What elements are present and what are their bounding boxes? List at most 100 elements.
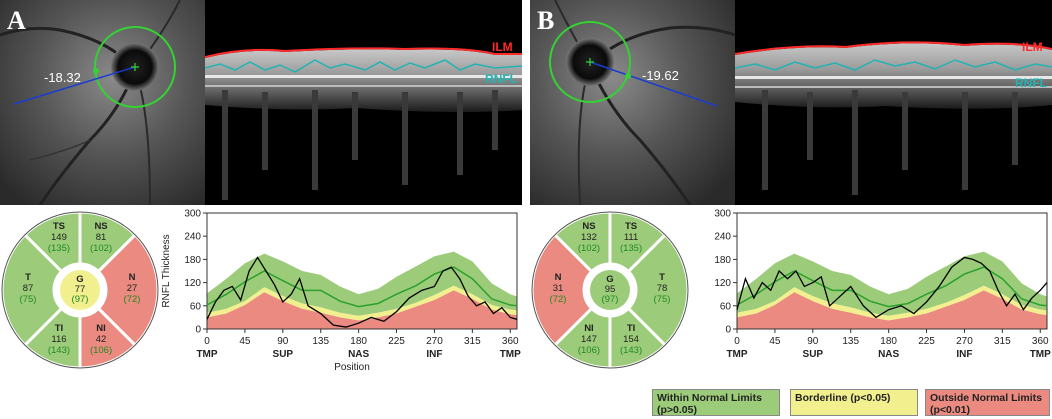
legend-outside-normal: Outside Normal Limits (p<0.01): [925, 389, 1050, 416]
eye-label: OD: [486, 391, 513, 410]
pie-outline: [531, 211, 689, 369]
sector-g: [590, 270, 630, 310]
pie-outline: [1, 211, 159, 369]
y-tick-label: 180: [184, 255, 201, 266]
sector-text: 95: [605, 284, 616, 295]
oct-bscan-image: [205, 0, 522, 205]
y-tick-label: 120: [714, 278, 731, 289]
sector-text: G: [76, 274, 83, 285]
sector-text: 31: [553, 283, 564, 294]
y-tick-label: 180: [714, 255, 731, 266]
sector-text: 27: [127, 283, 138, 294]
region-label: INF: [426, 349, 442, 360]
sector-text: N: [129, 272, 136, 283]
sector-text: G: [606, 274, 613, 285]
region-label: TMP: [196, 349, 217, 360]
sector-text: 149: [51, 232, 67, 243]
sector-text: (72): [550, 294, 567, 305]
sector-text: T: [659, 272, 665, 283]
y-axis-label: RNFL Thickness: [161, 234, 172, 307]
region-label: SUP: [273, 349, 294, 360]
legend-label: Borderline (p<0.05): [795, 392, 891, 404]
sector-text: TS: [53, 221, 65, 232]
sector-text: N: [555, 272, 562, 283]
x-tick-label: 0: [204, 336, 210, 347]
legend-sub: (p>0.05): [657, 404, 697, 416]
region-label: TMP: [1030, 349, 1051, 360]
sector-text: NI: [96, 323, 106, 334]
x-axis-label: Position: [334, 362, 370, 373]
sector-text: 77: [75, 284, 86, 295]
region-label: TMP: [726, 349, 747, 360]
patient-thickness-line: [736, 256, 1048, 319]
borderline-band: [207, 285, 517, 321]
region-label: INF: [956, 349, 972, 360]
panel-letter: A: [7, 6, 26, 35]
sector-text: (72): [124, 294, 141, 305]
sector-text: T: [25, 272, 31, 283]
x-tick-label: 225: [388, 336, 405, 347]
y-tick-label: 240: [184, 232, 201, 243]
sector-text: TS: [625, 221, 637, 232]
y-tick-label: 120: [184, 278, 201, 289]
sector-text: TI: [55, 323, 63, 334]
sector-text: 154: [623, 334, 639, 345]
x-tick-label: 90: [277, 336, 289, 347]
region-label: SUP: [803, 349, 824, 360]
normative-mean-line: [736, 266, 1048, 308]
plot-frame: [206, 212, 518, 330]
scan-angle-label: -19.62: [642, 68, 679, 83]
sector-text: NS: [94, 221, 107, 232]
x-tick-label: 45: [769, 336, 781, 347]
sector-text: (143): [620, 345, 642, 356]
panel-b: B -19.62 ILM RNFL OS NS132(102)TS111(135…: [530, 0, 1052, 419]
sector-text: NI: [584, 323, 594, 334]
x-tick-label: 360: [1032, 336, 1049, 347]
oct-bscan-image: [735, 0, 1052, 205]
sector-text: NS: [582, 221, 595, 232]
x-tick-label: 315: [464, 336, 481, 347]
normative-mean-line: [206, 266, 518, 308]
sector-text: 111: [624, 232, 638, 243]
legend-within-normal: Within Normal Limits (p>0.05): [652, 389, 780, 416]
x-tick-label: 270: [426, 336, 443, 347]
sector-text: 42: [96, 334, 107, 345]
sector-text: (97): [72, 294, 89, 305]
y-tick-label: 0: [195, 325, 201, 336]
x-tick-label: 315: [994, 336, 1011, 347]
sector-text: TI: [627, 323, 635, 334]
sector-text: 132: [581, 232, 597, 243]
y-tick-label: 240: [714, 232, 731, 243]
x-tick-label: 90: [807, 336, 819, 347]
plot-frame: [736, 212, 1048, 330]
y-tick-label: 300: [184, 209, 201, 220]
panel-letter: B: [537, 6, 555, 35]
sector-text: 78: [657, 283, 668, 294]
x-tick-label: 180: [880, 336, 897, 347]
sector-text: (75): [20, 294, 37, 305]
sector-text: 81: [96, 232, 107, 243]
sector-text: 87: [23, 283, 34, 294]
y-tick-label: 0: [725, 325, 731, 336]
sector-g: [60, 270, 100, 310]
rnfl-label: RNFL: [485, 72, 517, 86]
sector-text: (143): [48, 345, 70, 356]
outside-band: [737, 290, 1047, 329]
region-label: TMP: [500, 349, 521, 360]
y-tick-label: 300: [714, 209, 731, 220]
x-tick-label: 135: [842, 336, 859, 347]
sector-text: (97): [602, 294, 619, 305]
y-tick-label: 60: [720, 301, 732, 312]
legend-sub: (p<0.01): [930, 404, 970, 416]
borderline-band: [737, 285, 1047, 321]
sector-text: 147: [581, 334, 597, 345]
region-label: NAS: [878, 349, 899, 360]
y-tick-label: 60: [190, 301, 202, 312]
x-tick-label: 270: [956, 336, 973, 347]
sector-text: 116: [51, 334, 66, 345]
x-tick-label: 225: [918, 336, 935, 347]
